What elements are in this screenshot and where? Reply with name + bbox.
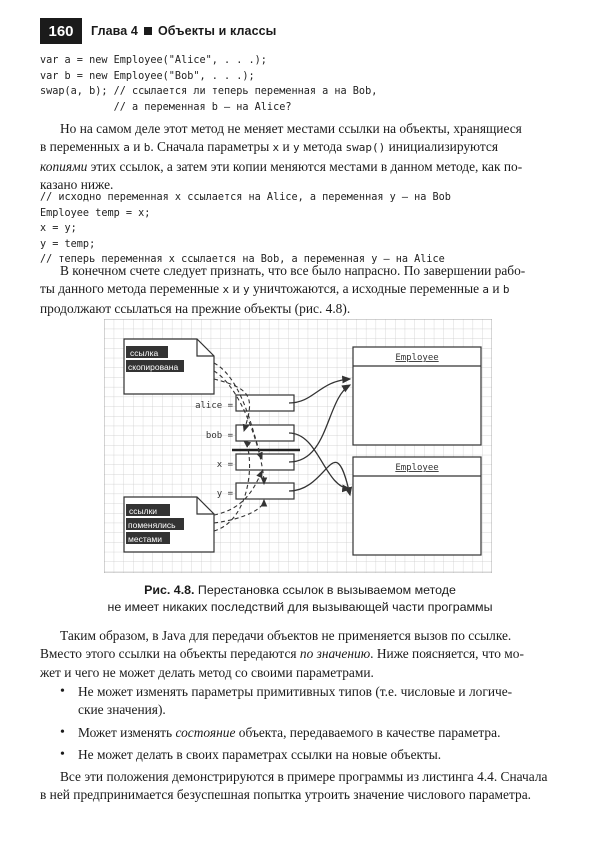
- object-employee-1: Employee: [352, 346, 482, 446]
- copy-arrow-5: [213, 498, 268, 524]
- paragraph-3: Таким образом, в Java для передачи объек…: [40, 627, 560, 682]
- bullet-list: • Не может изменять параметры примитивны…: [40, 683, 560, 768]
- code-line: x = y;: [40, 223, 77, 234]
- ref-arrow-x: [288, 384, 352, 463]
- ref-arrow-alice: [288, 375, 352, 404]
- text-line: копиями этих ссылок, а затем эти копии м…: [40, 158, 523, 174]
- var-box-alice: [235, 394, 295, 412]
- code-block-2: // исходно переменная x ссылается на Ali…: [40, 190, 560, 268]
- code-line: y = temp;: [40, 238, 96, 250]
- text-line: в ней предпринимается безуспешная попытк…: [40, 787, 531, 803]
- label-x: x =: [217, 460, 234, 470]
- text-line: В конечном счете следует признать, что в…: [60, 263, 526, 278]
- svg-text:Employee: Employee: [395, 463, 438, 473]
- label-alice: alice =: [195, 401, 234, 411]
- list-item: • Не может делать в своих параметрах ссы…: [40, 746, 560, 764]
- code-line: // исходно переменная x ссылается на Ali…: [40, 192, 451, 203]
- ref-arrow-bob: [288, 432, 352, 493]
- code-line: // а переменная b — на Alice?: [40, 101, 292, 113]
- note-reference-copied: ссылка скопирована: [123, 338, 215, 395]
- note-references-swapped: ссылки поменялись местами: [123, 496, 215, 553]
- code-line: Employee temp = x;: [40, 207, 151, 219]
- code-line: var a = new Employee("Alice", . . .);: [40, 55, 267, 66]
- text-line: Таким образом, в Java для передачи объек…: [60, 628, 512, 643]
- svg-text:поменялись: поменялись: [128, 520, 176, 530]
- svg-text:местами: местами: [128, 534, 162, 544]
- caption-line: не имеет никаких последствий для вызываю…: [107, 600, 493, 614]
- caption-line: Перестановка ссылок в вызываемом методе: [194, 583, 456, 597]
- text-line: ты данного метода переменные x и y уничт…: [40, 281, 510, 297]
- list-item: • Может изменять состояние объекта, пере…: [40, 724, 560, 742]
- label-y: y =: [217, 489, 234, 499]
- object-employee-2: Employee: [352, 456, 482, 556]
- bullet-icon: •: [60, 724, 65, 740]
- text-line: в переменных a и b. Сначала параметры x …: [40, 139, 498, 155]
- figure-caption: Рис. 4.8. Перестановка ссылок в вызываем…: [40, 582, 560, 616]
- code-line: var b = new Employee("Bob", . . .);: [40, 70, 255, 82]
- chapter-heading: Глава 4 Объекты и классы: [91, 24, 276, 38]
- paragraph-2: В конечном счете следует признать, что в…: [40, 262, 560, 318]
- label-bob: bob =: [206, 431, 234, 441]
- chapter-number: Глава 4: [91, 24, 138, 38]
- square-bullet-icon: [143, 27, 152, 36]
- copy-arrow-4: [213, 469, 263, 516]
- code-block-1: var a = new Employee("Alice", . . .); va…: [40, 53, 560, 115]
- var-box-x: [235, 453, 295, 471]
- paragraph-1: Но на самом деле этот метод не меняет ме…: [40, 120, 560, 194]
- copy-arrow-2: [213, 370, 268, 486]
- text-line: жет и чего не может делать метод со свои…: [40, 664, 374, 680]
- text-line: Но на самом деле этот метод не меняет ме…: [60, 121, 522, 136]
- bullet-icon: •: [60, 746, 65, 762]
- svg-text:скопирована: скопирована: [128, 362, 178, 372]
- paragraph-4: Все эти положения демонстрируются в прим…: [40, 768, 560, 805]
- code-line: // теперь переменная x ссылается на Bob,…: [40, 254, 445, 265]
- text-line: продолжают ссылаться на прежние объекты …: [40, 300, 351, 316]
- svg-text:Employee: Employee: [395, 353, 438, 363]
- caption-label: Рис. 4.8.: [144, 583, 195, 597]
- copy-arrow-3: [213, 378, 251, 433]
- svg-text:ссылки: ссылки: [129, 506, 157, 516]
- code-line: swap(a, b); // ссылается ли теперь перем…: [40, 86, 378, 97]
- running-header: 160 Глава 4 Объекты и классы: [40, 18, 276, 44]
- page-number: 160: [40, 18, 82, 44]
- figure-4-8-diagram: ссылка скопирована ссылки поменялись мес…: [104, 319, 492, 573]
- copy-arrow-6: [213, 440, 252, 532]
- text-line: казано ниже.: [40, 176, 114, 192]
- svg-text:ссылка: ссылка: [130, 348, 158, 358]
- bullet-icon: •: [60, 684, 65, 699]
- text-line: Все эти положения демонстрируются в прим…: [60, 769, 548, 784]
- list-item: • Не может изменять параметры примитивны…: [40, 683, 560, 720]
- copy-arrow-1: [213, 362, 263, 461]
- text-line: Вместо этого ссылки на объекты передаютс…: [40, 646, 524, 662]
- chapter-title: Объекты и классы: [157, 24, 277, 38]
- var-box-y: [235, 482, 295, 500]
- ref-arrow-y: [288, 461, 353, 497]
